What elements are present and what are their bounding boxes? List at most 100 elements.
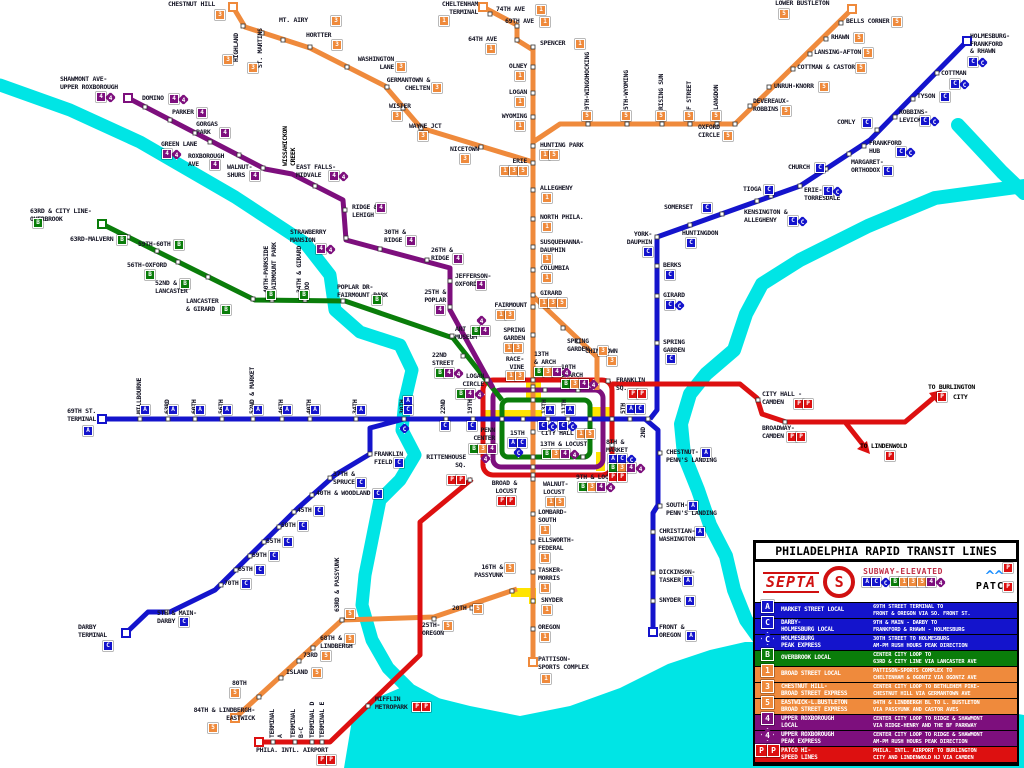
station-dot (609, 416, 615, 422)
station-dot (545, 416, 551, 422)
legend-row-badge: A (755, 601, 781, 620)
terminal-station (648, 627, 658, 637)
transit-line-red (259, 477, 474, 745)
legend-panel: PHILADELPHIA RAPID TRANSIT LINES SEPTA S… (753, 540, 1019, 766)
station-dot (530, 44, 536, 50)
station-dot (892, 114, 898, 120)
station-dot (509, 588, 515, 594)
legend-row-badge: 4 (755, 713, 781, 732)
station-dot (164, 609, 170, 615)
station-dot (542, 387, 548, 393)
route-badge-cd: C (761, 632, 774, 645)
route-badge-p: P (1004, 564, 1012, 572)
station-dot (319, 739, 325, 745)
route-badge-b: B (762, 649, 773, 660)
station-dot (307, 44, 313, 50)
terminal-station (254, 737, 264, 747)
station-dot (657, 503, 663, 509)
station-dot (575, 338, 581, 344)
station-dot (910, 96, 916, 102)
station-dot (530, 304, 536, 310)
terminal-station (528, 657, 538, 667)
station-dot (309, 739, 315, 745)
station-dot (650, 598, 656, 604)
station-dot (719, 211, 725, 217)
station-dot (256, 694, 262, 700)
route-badge-p: P (756, 745, 767, 756)
station-dot (384, 84, 390, 90)
station-dot (580, 454, 586, 460)
station-dot (530, 397, 536, 403)
station-dot (460, 353, 466, 359)
station-dot (732, 121, 738, 127)
station-dot (654, 263, 660, 269)
transit-line-orange (230, 5, 534, 165)
station-dot (292, 739, 298, 745)
terminal-station (230, 713, 240, 723)
station-dot (125, 234, 131, 240)
center-city-loop-red (480, 377, 615, 478)
route-badge-5: 5 (762, 697, 773, 708)
station-dot (309, 492, 315, 498)
station-dot (478, 144, 484, 150)
station-dot (755, 397, 761, 403)
station-dot (530, 476, 536, 482)
station-dot (838, 20, 844, 26)
transit-line-blue (648, 39, 969, 421)
station-dot (747, 103, 753, 109)
legend-row-badge: C (755, 617, 781, 636)
station-dot (587, 416, 593, 422)
station-dot (250, 416, 256, 422)
legend-row-badge: 5 (755, 697, 781, 716)
station-dot (624, 121, 630, 127)
route-badge-a: A (863, 578, 872, 586)
station-dot (530, 143, 536, 149)
route-badge-p: P (768, 745, 779, 756)
route-badge-cd: C (880, 577, 892, 588)
station-dot (219, 416, 225, 422)
station-dot (605, 378, 611, 384)
legend-row-badge: C (755, 632, 781, 652)
patco-label: PATCO (975, 581, 1011, 592)
station-dot (754, 198, 760, 204)
station-dot (400, 105, 406, 111)
transit-line-orange (233, 586, 518, 720)
route-badge-p: P (1004, 583, 1012, 591)
route-badge-3: 3 (762, 681, 773, 692)
direction-arrow (857, 441, 870, 454)
station-dot (250, 296, 256, 302)
station-dot (192, 130, 198, 136)
station-dot (545, 454, 551, 460)
transit-line-red (843, 420, 866, 448)
station-dot (565, 416, 571, 422)
station-dot (823, 166, 829, 172)
route-badge-3: 3 (909, 578, 918, 586)
station-dot (687, 121, 693, 127)
legend-route-name: CHESTNUT HILL-BROAD STREET EXPRESS (781, 683, 848, 697)
transit-line-green (100, 221, 504, 402)
center-city-loop-purple (490, 387, 606, 470)
station-dot (530, 598, 536, 604)
station-dot (846, 151, 852, 157)
station-dot (207, 139, 213, 145)
station-dot (487, 11, 493, 17)
station-dot (654, 293, 660, 299)
station-dot (609, 442, 615, 448)
station-dot (365, 703, 371, 709)
route-badge-4: 4 (762, 713, 773, 724)
station-dot (175, 259, 181, 265)
station-dot (627, 416, 633, 422)
station-dot (530, 160, 536, 166)
station-dot (236, 152, 242, 158)
